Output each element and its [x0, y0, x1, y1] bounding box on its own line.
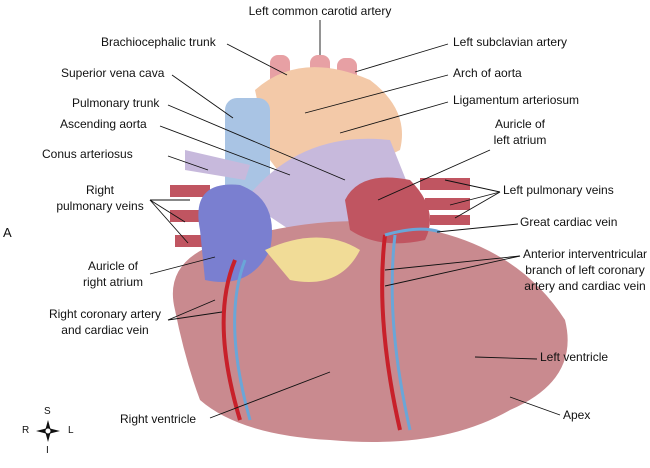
label-auricle-right-2: right atrium — [82, 275, 144, 289]
label-auricle-left-2: left atrium — [493, 133, 547, 147]
right-cardiac-vein — [233, 259, 252, 421]
label-left-common-carotid: Left common carotid artery — [248, 4, 392, 18]
label-ascending-aorta: Ascending aorta — [60, 117, 147, 131]
great-cardiac-vein-shape — [384, 227, 441, 237]
compass-right: R — [22, 425, 30, 436]
label-great-cardiac: Great cardiac vein — [520, 215, 618, 229]
fat-shape — [265, 237, 360, 282]
compass-superior: S — [44, 406, 51, 417]
figure-letter: A — [3, 225, 12, 240]
right-coronary-artery — [221, 259, 242, 421]
label-right-coronary-1: Right coronary artery — [48, 307, 162, 321]
label-right-pulm-1: Right — [85, 183, 114, 197]
label-right-pulm-2: pulmonary veins — [56, 199, 144, 213]
label-anterior-2: branch of left coronary — [525, 263, 645, 277]
right-atrium-shape — [198, 184, 272, 282]
label-left-pulm: Left pulmonary veins — [503, 183, 614, 197]
label-right-ventricle: Right ventricle — [120, 412, 197, 426]
anterior-cardiac-vein — [390, 234, 412, 431]
label-right-coronary-2: and cardiac vein — [61, 323, 149, 337]
compass-icon — [36, 420, 60, 442]
anterior-interventricular-artery — [380, 234, 402, 431]
label-left-subclavian: Left subclavian artery — [453, 35, 568, 49]
label-auricle-left-1: Auricle of — [494, 117, 546, 131]
label-auricle-right-1: Auricle of — [87, 259, 139, 273]
ventricles-shape — [172, 221, 568, 442]
label-brachiocephalic: Brachiocephalic trunk — [101, 35, 216, 49]
label-left-ventricle: Left ventricle — [540, 350, 609, 364]
label-pulmonary-trunk: Pulmonary trunk — [72, 96, 160, 110]
label-conus: Conus arteriosus — [42, 147, 133, 161]
compass-inferior: I — [46, 445, 49, 456]
conus-vessel — [185, 150, 250, 180]
label-apex: Apex — [563, 408, 591, 422]
label-ligamentum: Ligamentum arteriosum — [453, 93, 580, 107]
compass-left: L — [68, 425, 74, 436]
left-auricle-shape — [345, 177, 430, 244]
label-svc: Superior vena cava — [61, 66, 165, 80]
label-anterior-3: artery and cardiac vein — [524, 279, 646, 293]
label-arch-aorta: Arch of aorta — [453, 66, 522, 80]
label-anterior-1: Anterior interventricular — [522, 247, 648, 261]
leader-lines — [149, 20, 561, 419]
